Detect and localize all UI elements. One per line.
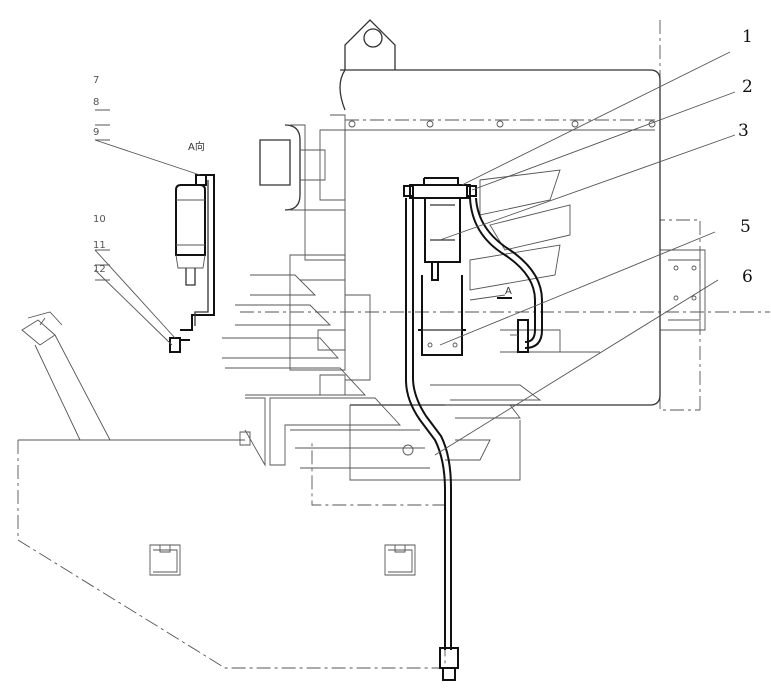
detail-callout-12: 12 [93,264,106,275]
callout-3: 3 [738,121,749,141]
frame-outline [17,20,770,669]
engine-lower [289,254,600,481]
fuel-filter-assembly [403,177,477,356]
callout-5: 5 [740,217,751,237]
detail-callout-7: 7 [93,75,99,86]
detail-view-label: A向 [188,140,205,153]
tank-fixtures [149,431,416,576]
engine-block [304,19,661,406]
detail-callout-11: 11 [93,240,106,251]
detail-view-a: A向 [169,140,215,353]
fuel-pipe-left [405,198,459,681]
fuel-pipe-right [469,197,543,353]
alternator-pulley [259,124,326,211]
detail-callout-10: 10 [93,214,106,225]
hatched-section [222,169,571,469]
view-arrow: A [497,286,512,299]
filler-neck [21,311,111,441]
detail-leaders [94,109,201,346]
callout-1: 1 [742,27,753,47]
callout-labels: 1 2 3 5 6 [738,27,753,287]
callout-leaders [434,51,736,456]
detail-callout-8: 8 [93,97,99,108]
detail-callout-labels: 7 8 9 10 11 12 [93,75,106,275]
callout-6: 6 [742,267,753,287]
arrow-label: A [505,286,512,297]
callout-2: 2 [742,77,753,97]
detail-callout-9: 9 [93,127,99,138]
